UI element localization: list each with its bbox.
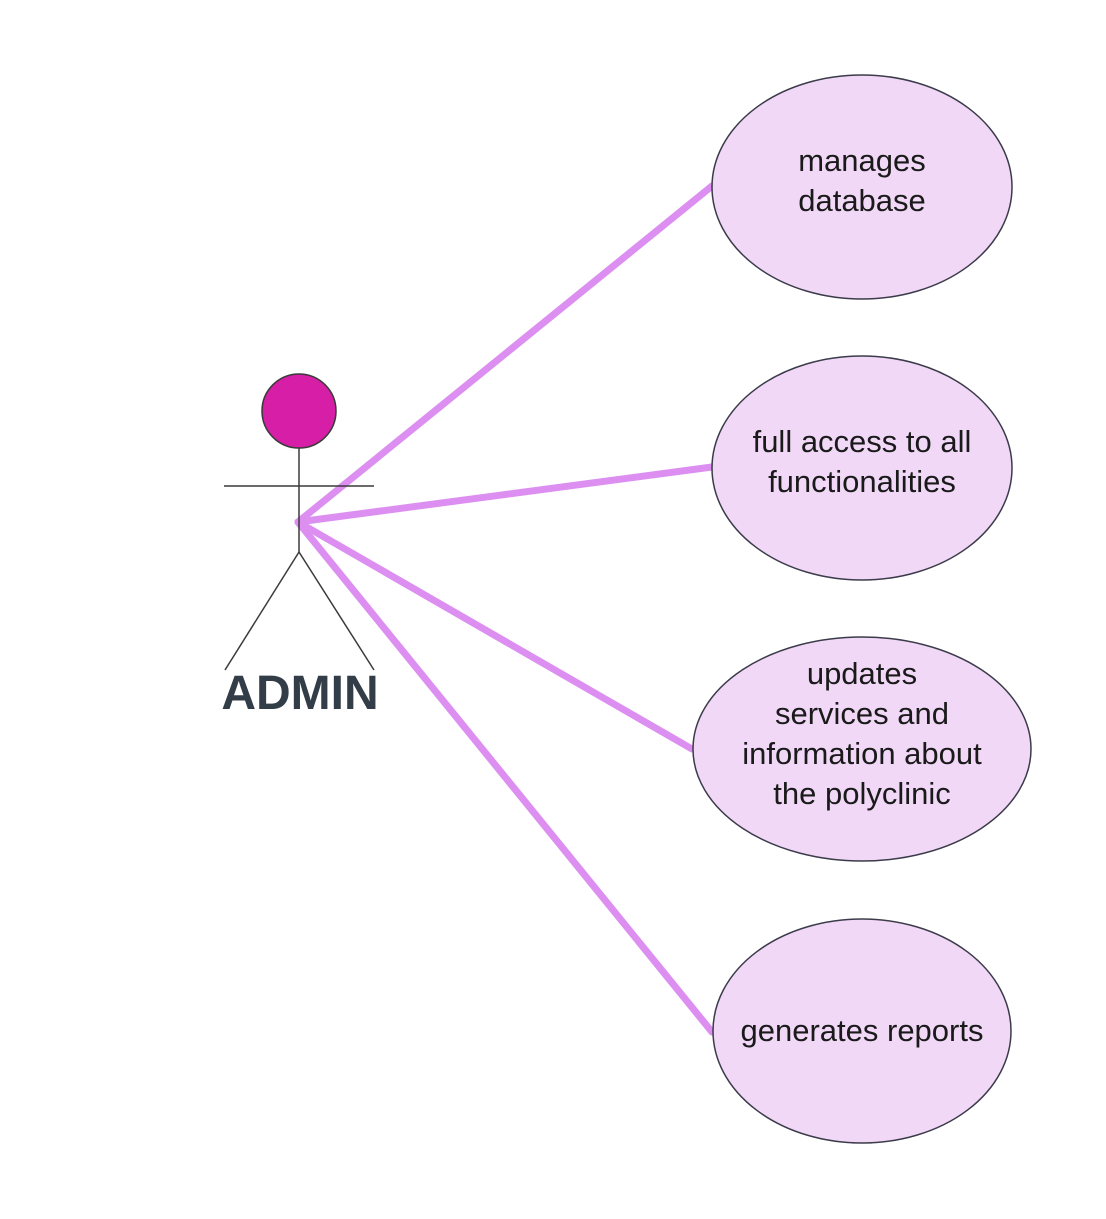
actor-head <box>261 373 337 449</box>
use-case-ellipse-full-access[interactable] <box>711 355 1013 581</box>
association-line-full-access <box>294 463 716 526</box>
actor-right-leg <box>298 551 375 671</box>
association-line-updates-services <box>294 518 696 753</box>
use-case-label-manages-database: manages database <box>798 143 926 218</box>
use-case-ellipse-manages-database[interactable] <box>711 74 1013 300</box>
association-line-generates-reports <box>294 518 716 1036</box>
use-case-label-updates-services: updates services and information about t… <box>742 656 982 811</box>
use-case-label-generates-reports: generates reports <box>740 1012 984 1048</box>
use-case-ellipse-updates-services[interactable] <box>692 636 1032 862</box>
actor-left-leg <box>224 551 300 671</box>
actor-stick-figure-icon[interactable] <box>224 373 375 671</box>
association-line-manages-database <box>294 182 716 526</box>
actor-name-label: ADMIN <box>221 667 379 720</box>
use-case-ellipse-generates-reports[interactable] <box>712 918 1012 1144</box>
use-case-label-full-access: full access to all functionalities <box>752 424 972 499</box>
